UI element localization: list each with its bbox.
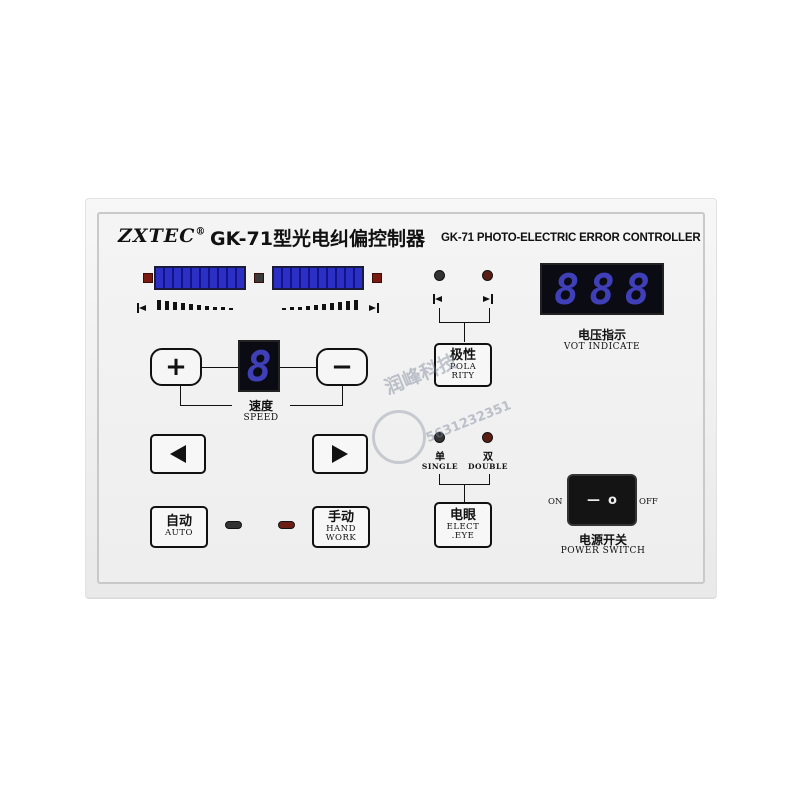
title-chinese: GK-71型光电纠偏控制器	[210, 228, 425, 250]
speed-line-right	[280, 367, 316, 368]
voltage-digit-2: 8	[589, 264, 615, 314]
double-label-zh: 双	[483, 452, 493, 463]
auto-led	[225, 521, 242, 529]
right-arrow-button[interactable]	[312, 434, 368, 474]
double-label-en: DOUBLE	[468, 462, 508, 471]
auto-label-en: AUTO	[165, 528, 193, 539]
switch-on-mark: —	[587, 492, 601, 508]
left-deviation-bar	[154, 266, 246, 290]
scale-right-arrow	[369, 303, 381, 313]
polarity-left-led	[434, 270, 445, 281]
speed-line-left	[202, 367, 238, 368]
eye-bracket-right	[489, 474, 490, 484]
voltage-label-en: VOT INDICATE	[563, 342, 641, 352]
hand-label-en-1: HAND	[326, 523, 356, 534]
hand-label-en-2: WORK	[325, 533, 357, 544]
voltage-label-zh: 电压指示	[577, 328, 626, 342]
polarity-bracket-right	[489, 308, 490, 322]
speed-bracket-left	[180, 386, 181, 406]
polarity-right-led	[482, 270, 493, 281]
power-on-label: ON	[548, 497, 563, 507]
power-label-zh: 电源开关	[578, 533, 627, 547]
single-eye-led	[434, 432, 445, 443]
speed-plus-button[interactable]: +	[150, 348, 202, 386]
scale-left-arrow	[137, 303, 149, 313]
speed-bracket-base-left	[180, 405, 232, 406]
polarity-label-en-1: POLA	[449, 361, 477, 372]
hand-led	[278, 521, 295, 529]
right-arrow-icon	[332, 445, 348, 463]
speed-digit: 8	[246, 341, 272, 391]
right-deviation-bar	[272, 266, 364, 290]
power-off-label: OFF	[639, 497, 658, 507]
left-arrow-button[interactable]	[150, 434, 206, 474]
speed-label-en: SPEED	[243, 413, 279, 423]
eye-bracket-stem	[464, 484, 465, 502]
right-limit-led	[372, 273, 382, 283]
double-eye-led	[482, 432, 493, 443]
voltage-digit-3: 8	[624, 264, 650, 314]
speed-bracket-base-right	[290, 405, 343, 406]
speed-bracket-right	[342, 386, 343, 406]
left-arrow-icon	[170, 445, 186, 463]
polarity-arrows	[433, 294, 495, 304]
single-label-en: SINGLE	[421, 462, 459, 471]
center-led	[254, 273, 264, 283]
eye-label-en-2: .EYE	[451, 531, 475, 542]
brand-logo: ZXTEC®	[118, 225, 207, 247]
polarity-label-zh: 极性	[449, 347, 476, 363]
power-label-en: POWER SWITCH	[560, 546, 646, 556]
speed-display: 8	[238, 340, 280, 392]
hand-label-zh: 手动	[327, 509, 354, 525]
eye-bracket-left	[439, 474, 440, 484]
eye-label-en-1: ELECT	[446, 521, 480, 532]
hand-work-button[interactable]: 手动 HAND WORK	[312, 506, 370, 548]
auto-label-zh: 自动	[165, 514, 192, 530]
title-english: GK-71 PHOTO-ELECTRIC ERROR CONTROLLER	[441, 232, 701, 244]
polarity-bracket-left	[439, 308, 440, 322]
watermark-logo	[372, 410, 426, 464]
single-label-zh: 单	[435, 452, 445, 463]
polarity-button[interactable]: 极性 POLA RITY	[434, 343, 492, 387]
left-limit-led	[143, 273, 153, 283]
eye-label-zh: 电眼	[449, 507, 476, 523]
power-switch[interactable]: — o	[569, 476, 635, 524]
speed-label-zh: 速度	[248, 399, 273, 413]
voltage-display: 8 8 8	[540, 263, 664, 315]
voltage-digit-1: 8	[554, 264, 580, 314]
elect-eye-button[interactable]: 电眼 ELECT .EYE	[434, 502, 492, 548]
switch-off-mark: o	[608, 492, 617, 508]
polarity-bracket-stem	[464, 322, 465, 342]
polarity-label-en-2: RITY	[451, 371, 475, 382]
speed-minus-button[interactable]: −	[316, 348, 368, 386]
scale-right-ticks	[282, 300, 358, 310]
scale-left-ticks	[157, 300, 233, 310]
auto-button[interactable]: 自动 AUTO	[150, 506, 208, 548]
